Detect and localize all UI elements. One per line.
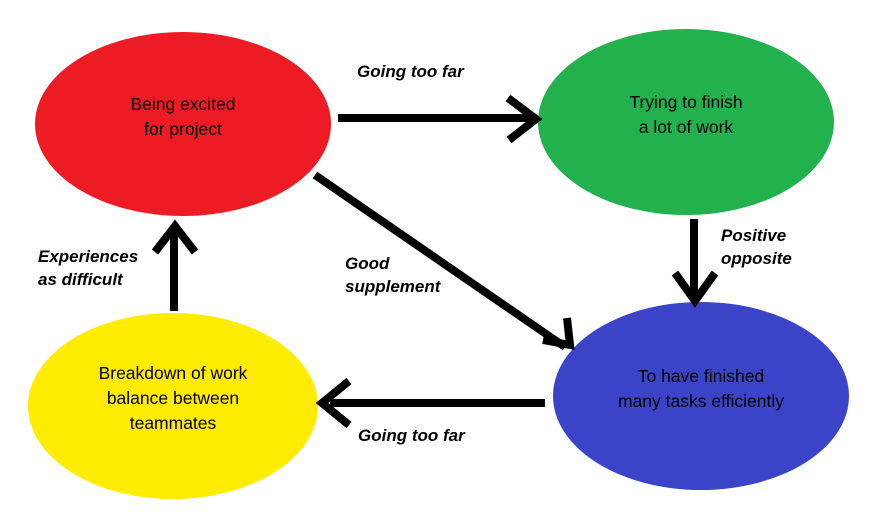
edge-label-good-supplement: Good supplement [345, 254, 441, 297]
edge-breakdown-to-excited[interactable] [151, 219, 199, 311]
node-breakdown[interactable] [28, 313, 318, 499]
edge-label-experiences-as-difficult: Experiences as difficult [38, 247, 139, 290]
edge-excited-to-finish-work[interactable] [338, 94, 543, 144]
edge-excited-to-finished-tasks[interactable] [312, 171, 575, 351]
edge-label-going-too-far-bottom: Going too far [358, 426, 465, 445]
edge-label-going-too-far-top: Going too far [357, 62, 464, 81]
edge-finish-work-to-finished-tasks[interactable] [671, 219, 719, 308]
edge-finished-tasks-to-breakdown[interactable] [315, 377, 545, 429]
edge-label-positive-opposite: Positive opposite [721, 226, 792, 269]
node-excited[interactable] [35, 32, 331, 216]
node-finished-tasks[interactable] [553, 302, 849, 490]
node-finish-work[interactable] [538, 29, 834, 215]
